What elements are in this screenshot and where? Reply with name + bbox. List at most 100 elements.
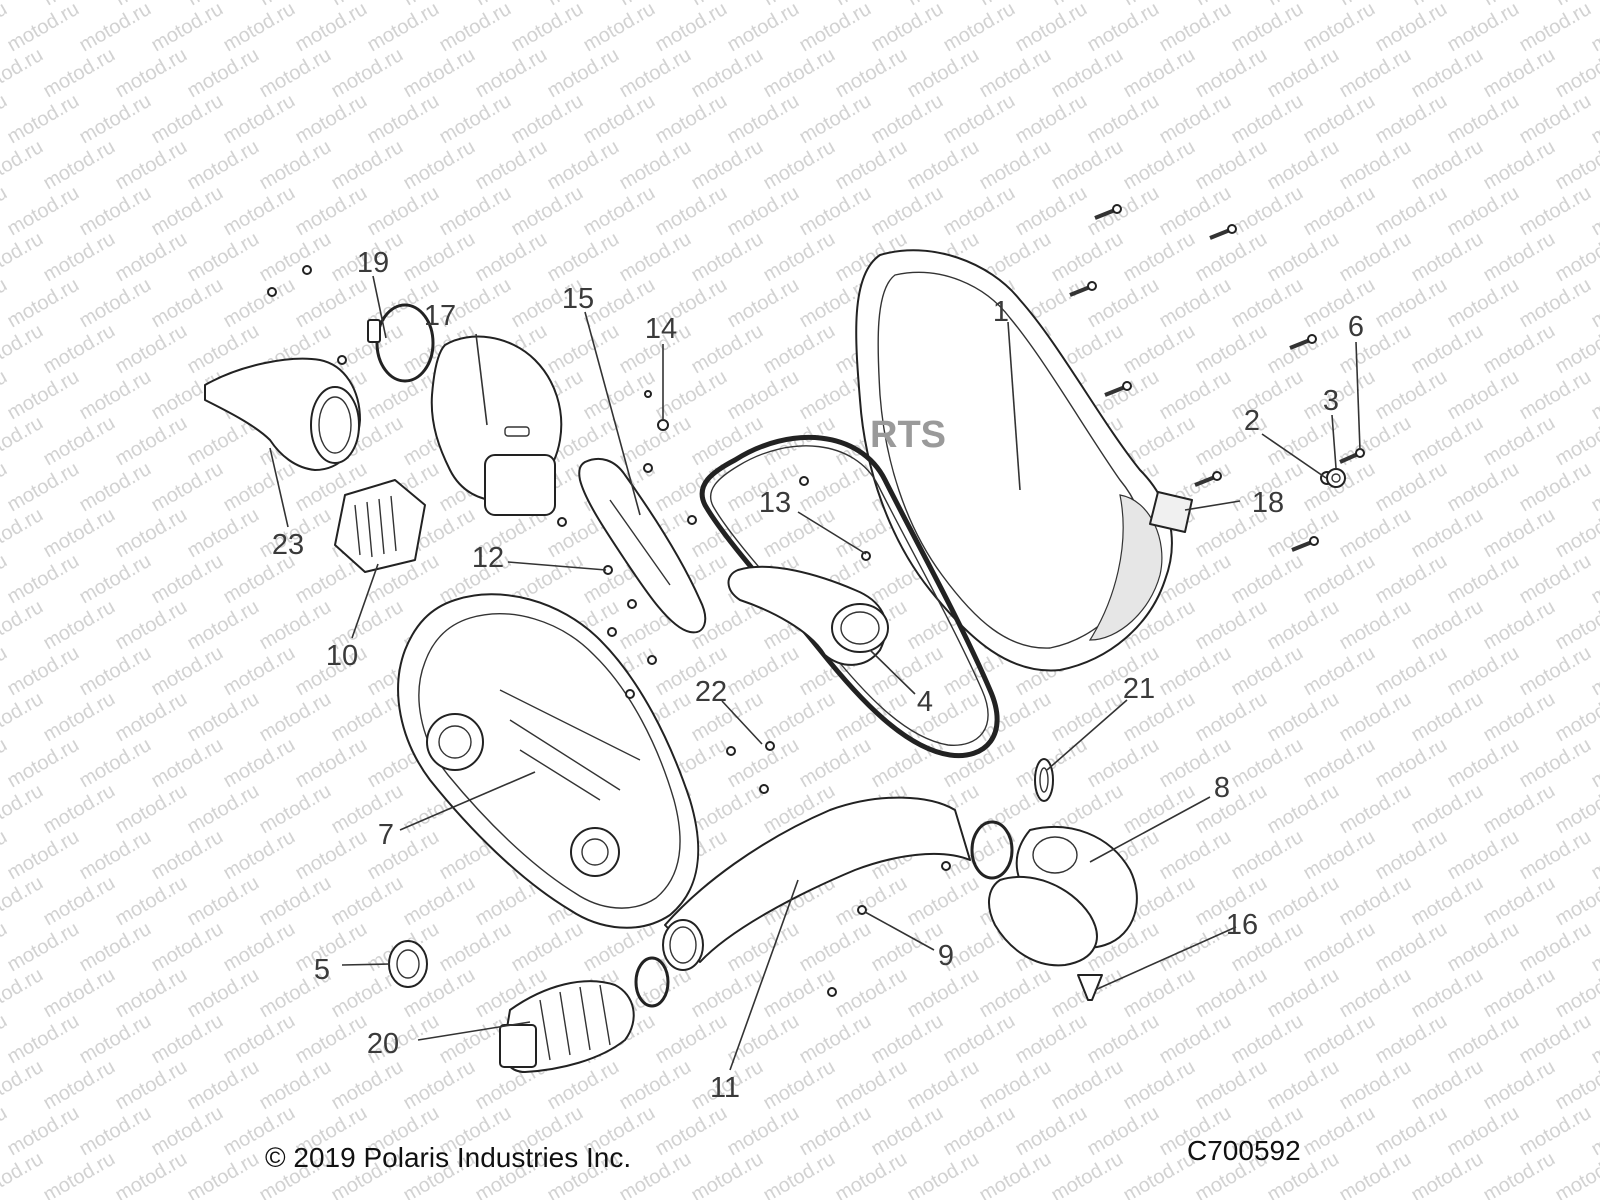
watermark-text: motod.ru [1480,964,1559,1023]
watermark-text: motod.ru [796,458,875,517]
watermark-text: motod.ru [40,412,119,471]
watermark-text: motod.ru [1300,1102,1379,1161]
watermark-text: motod.ru [1588,366,1600,425]
flexible-boot [499,980,635,1073]
watermark-text: motod.ru [40,136,119,195]
watermark-text: motod.ru [760,688,839,747]
watermark-text: motod.ru [436,0,515,56]
watermark-text: motod.ru [1588,274,1600,333]
watermark-text: motod.ru [1156,366,1235,425]
watermark-text: motod.ru [940,182,1019,241]
watermark-text: motod.ru [904,1056,983,1115]
watermark-text: motod.ru [184,688,263,747]
watermark-text: motod.ru [652,90,731,149]
watermark-text: motod.ru [1444,918,1523,977]
bolt-group [1069,204,1365,552]
watermark-text: motod.ru [40,780,119,839]
watermark-text: motod.ru [292,90,371,149]
copyright-text: © 2019 Polaris Industries Inc. [265,1142,631,1173]
watermark-text: motod.ru [868,1010,947,1069]
watermark-text: motod.ru [724,366,803,425]
watermark-text: motod.ru [1264,688,1343,747]
watermark-text: motod.ru [1480,780,1559,839]
watermark-text: motod.ru [508,918,587,977]
watermark-text: motod.ru [292,1010,371,1069]
watermark-text: motod.ru [760,136,839,195]
screw-12 [625,689,635,699]
callout-19: 19 [357,247,389,279]
watermark-text: motod.ru [580,90,659,149]
watermark-text: motod.ru [1228,642,1307,701]
bolt-2 [1209,224,1237,240]
watermark-text: motod.ru [148,1102,227,1161]
watermark-text: motod.ru [292,918,371,977]
watermark-text: motod.ru [616,44,695,103]
watermark-text: motod.ru [832,44,911,103]
watermark-text: motod.ru [112,412,191,471]
watermark-text: motod.ru [4,550,83,609]
watermark-text: motod.ru [148,0,227,56]
watermark-text: motod.ru [688,1148,767,1200]
watermark-text: motod.ru [400,44,479,103]
bolt-6 [1194,471,1222,487]
watermark-text: motod.ru [0,596,47,655]
watermark-text: motod.ru [832,872,911,931]
watermark-text: motod.ru [400,872,479,931]
intake-bracket [204,357,361,471]
callout-2: 2 [1244,405,1260,437]
inner-clutch-cover [397,593,700,929]
leader-lines [269,275,1361,1071]
callout-8: 8 [1214,772,1230,804]
bolt-8 [1339,448,1365,464]
watermark-text: motod.ru [1156,826,1235,885]
watermark-text: motod.ru [1300,826,1379,885]
watermark-text: motod.ru [1228,734,1307,793]
hose-clamp-19 [367,303,435,383]
watermark-text: motod.ru [364,90,443,149]
watermark-text: motod.ru [1372,274,1451,333]
watermark-text: motod.ru [1264,872,1343,931]
watermark-text: motod.ru [40,504,119,563]
cover-faint-logo: RTS [870,414,946,456]
watermark-text: motod.ru [1588,458,1600,517]
watermark-text: motod.ru [1588,182,1600,241]
watermark-text: motod.ru [1084,90,1163,149]
screw-15 [726,746,736,756]
watermark-text: motod.ru [1048,228,1127,287]
watermark-text: motod.ru [1372,734,1451,793]
watermark-text: motod.ru [1264,320,1343,379]
watermark-text: motod.ru [760,44,839,103]
watermark-text: motod.ru [0,688,47,747]
watermark-text: motod.ru [976,1148,1055,1200]
watermark-text: motod.ru [220,642,299,701]
watermark-text: motod.ru [472,136,551,195]
watermark-text: motod.ru [1480,872,1559,931]
watermark-text: motod.ru [220,734,299,793]
watermark-text: motod.ru [400,228,479,287]
watermark-text: motod.ru [976,688,1055,747]
screw-5 [643,463,653,473]
watermark-text: motod.ru [112,44,191,103]
watermark-text: motod.ru [1516,1010,1595,1069]
watermark-text: motod.ru [148,918,227,977]
watermark-text: motod.ru [796,734,875,793]
watermark-text: motod.ru [1264,1056,1343,1115]
watermark-text: motod.ru [904,136,983,195]
watermark-text: motod.ru [184,964,263,1023]
watermark-text: motod.ru [112,688,191,747]
watermark-text: motod.ru [1516,642,1595,701]
watermark-text: motod.ru [508,182,587,241]
watermark-text: motod.ru [1012,0,1091,56]
watermark-text: motod.ru [1372,1102,1451,1161]
watermark-text: motod.ru [1372,1010,1451,1069]
watermark-text: motod.ru [616,412,695,471]
watermark-text: motod.ru [1120,228,1199,287]
watermark-text: motod.ru [292,734,371,793]
callout-12: 12 [472,542,504,574]
watermark-text: motod.ru [1408,412,1487,471]
watermark-text: motod.ru [652,182,731,241]
watermark-text: motod.ru [184,872,263,931]
watermark-text: motod.ru [40,44,119,103]
watermark-text: motod.ru [292,182,371,241]
